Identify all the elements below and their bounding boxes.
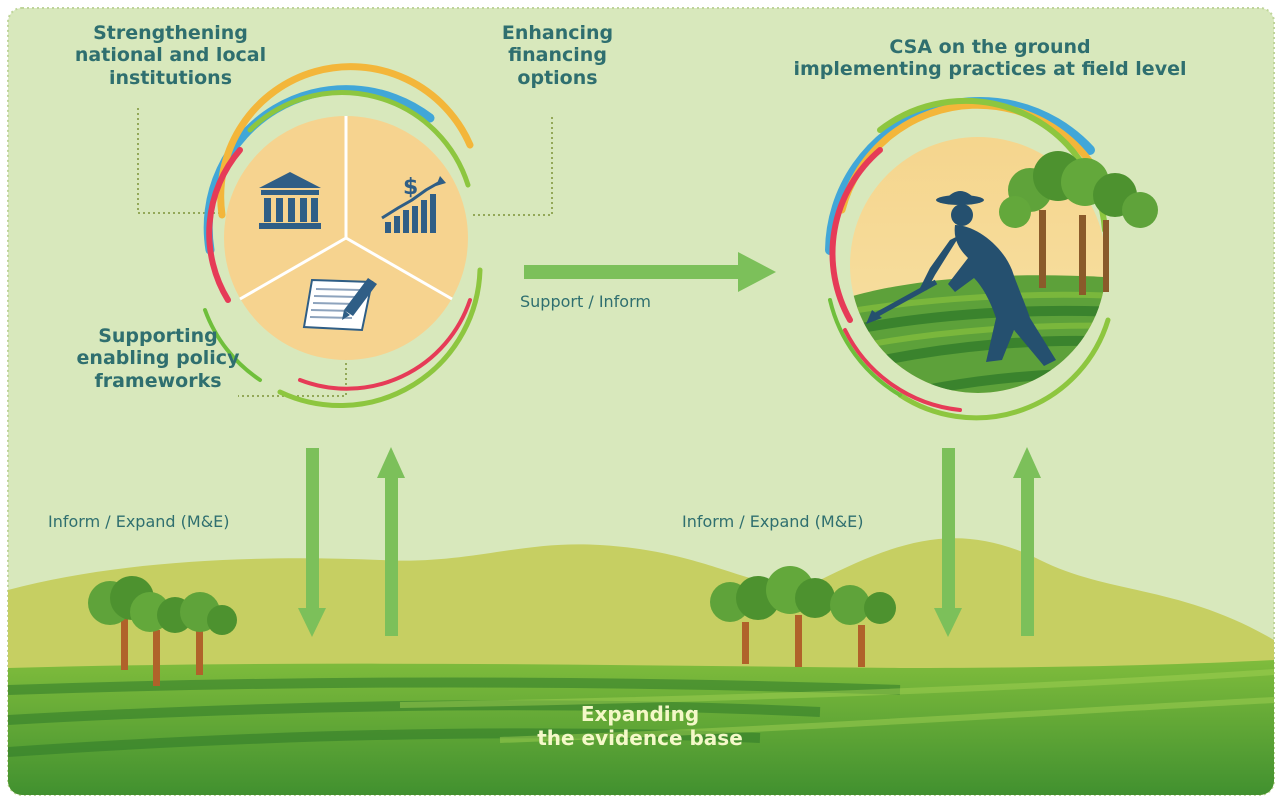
right-down-arrow	[934, 448, 962, 637]
financing-line-3: options	[517, 66, 598, 89]
connector-lines	[137, 108, 553, 397]
policy-line-2: enabling policy	[76, 347, 240, 370]
policy-document-icon	[302, 278, 377, 332]
evidence-line-2: the evidence base	[537, 725, 743, 750]
policy-line-3: frameworks	[94, 369, 222, 392]
strengthening-line-1: Strengthening	[93, 22, 248, 44]
financing-line-1: Enhancing	[501, 22, 614, 44]
inform-expand-left-label: Inform / Expand (M&E)	[48, 512, 230, 531]
left-up-arrow	[377, 447, 405, 636]
support-inform-label: Support / Inform	[520, 292, 651, 311]
evidence-base-label: Expanding the evidence base	[520, 702, 760, 750]
tree-icon	[88, 576, 237, 686]
tree-icon	[710, 566, 896, 667]
bank-icon	[259, 172, 321, 229]
tree-icon	[999, 151, 1158, 295]
csa-line-2: implementing practices at field level	[793, 58, 1187, 81]
csa-line-1: CSA on the ground	[889, 36, 1091, 58]
financing-label: Enhancing financing options	[470, 22, 645, 89]
financing-growth-icon: $	[381, 175, 446, 233]
csa-label: CSA on the ground implementing practices…	[740, 36, 1240, 81]
right-circle-swirls	[825, 96, 1114, 421]
policy-line-1: Supporting	[98, 325, 218, 347]
arrows	[298, 252, 1041, 637]
support-inform-arrow	[524, 252, 776, 292]
strengthening-line-2: national and local	[74, 44, 267, 67]
farmer-with-hoe-icon	[866, 191, 1056, 366]
left-down-arrow	[298, 448, 326, 637]
strengthening-line-3: institutions	[108, 66, 233, 89]
svg-text:$: $	[403, 175, 418, 200]
right-up-arrow	[1013, 447, 1041, 636]
inform-expand-right-label: Inform / Expand (M&E)	[682, 512, 864, 531]
policy-label: Supporting enabling policy frameworks	[58, 325, 258, 392]
left-circle-swirls	[203, 63, 483, 408]
strengthening-label: Strengthening national and local institu…	[48, 22, 293, 89]
evidence-line-1: Expanding	[580, 702, 700, 726]
financing-line-2: financing	[508, 44, 607, 67]
